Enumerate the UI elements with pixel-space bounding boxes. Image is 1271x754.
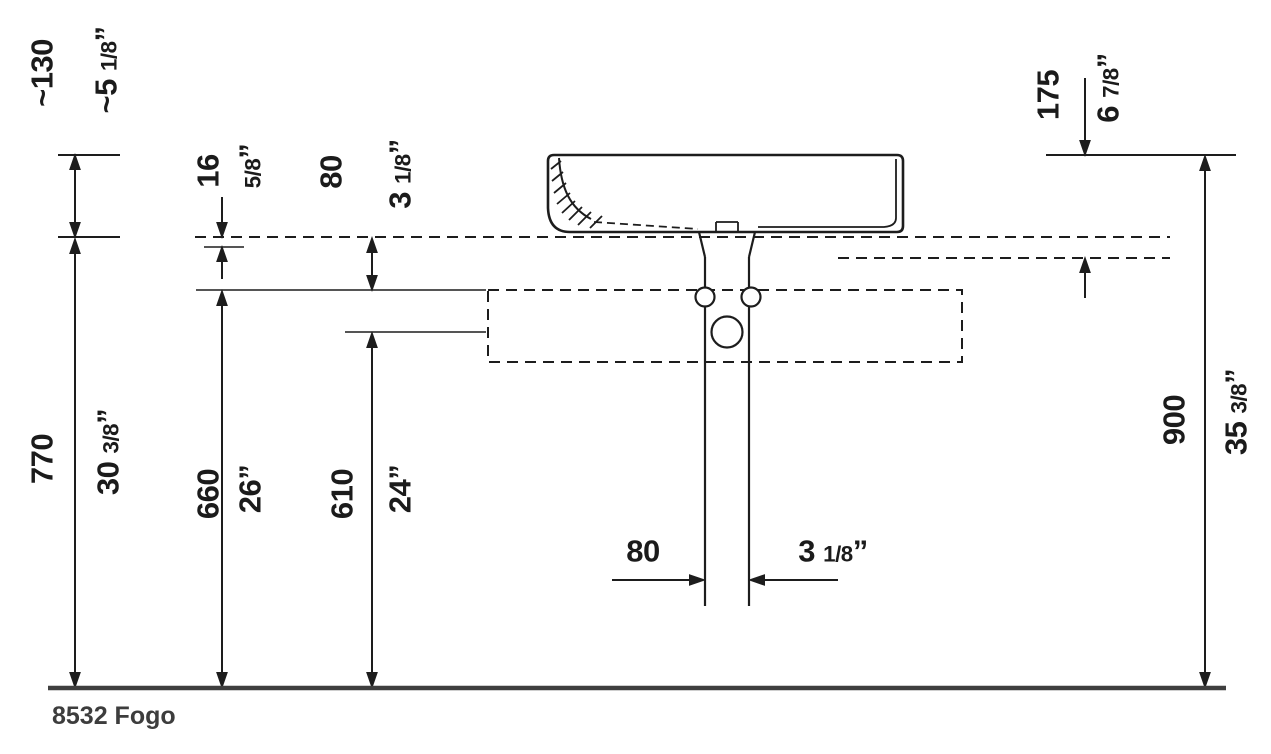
drain-pipe [697,231,757,606]
dim-175-inch-label: 6 7/8” [1090,53,1126,123]
dim-130-mm-label: ~130 [24,39,60,107]
dim-80h-inch-label: 3 1/8” [798,533,868,569]
dim-80h-mm-label: 80 [626,533,660,569]
dim-610-inch-label: 24” [382,464,418,514]
dim-175-mm-label: 175 [1030,69,1066,121]
washbasin-profile [546,153,905,234]
dim-770-mm-label: 770 [24,433,60,485]
section-hatching [550,160,603,229]
dim-770-inch-label: 30 3/8” [90,408,126,496]
dim-660-inch-label: 26” [232,464,268,514]
tap-holes [694,286,762,349]
extension-lines [58,154,1236,333]
dim-16-mm-label: 16 [190,154,226,188]
dim-610-mm-label: 610 [324,468,360,520]
dim-900-inch-label: 35 3/8” [1218,368,1254,456]
dim-80v-inch-label: 3 1/8” [382,139,418,209]
model-number-title: 8532 Fogo [52,702,176,730]
dimension-lines [69,78,1211,690]
drain-outline [715,221,739,231]
dim-80v-mm-label: 80 [313,155,349,189]
dim-16-inch-label: 5/8” [232,143,268,189]
dim-130-inch-label: ~5 1/8” [88,26,124,114]
console-frame-dashed-rect [487,289,963,363]
dim-660-mm-label: 660 [190,468,226,520]
dim-900-mm-label: 900 [1156,394,1192,446]
